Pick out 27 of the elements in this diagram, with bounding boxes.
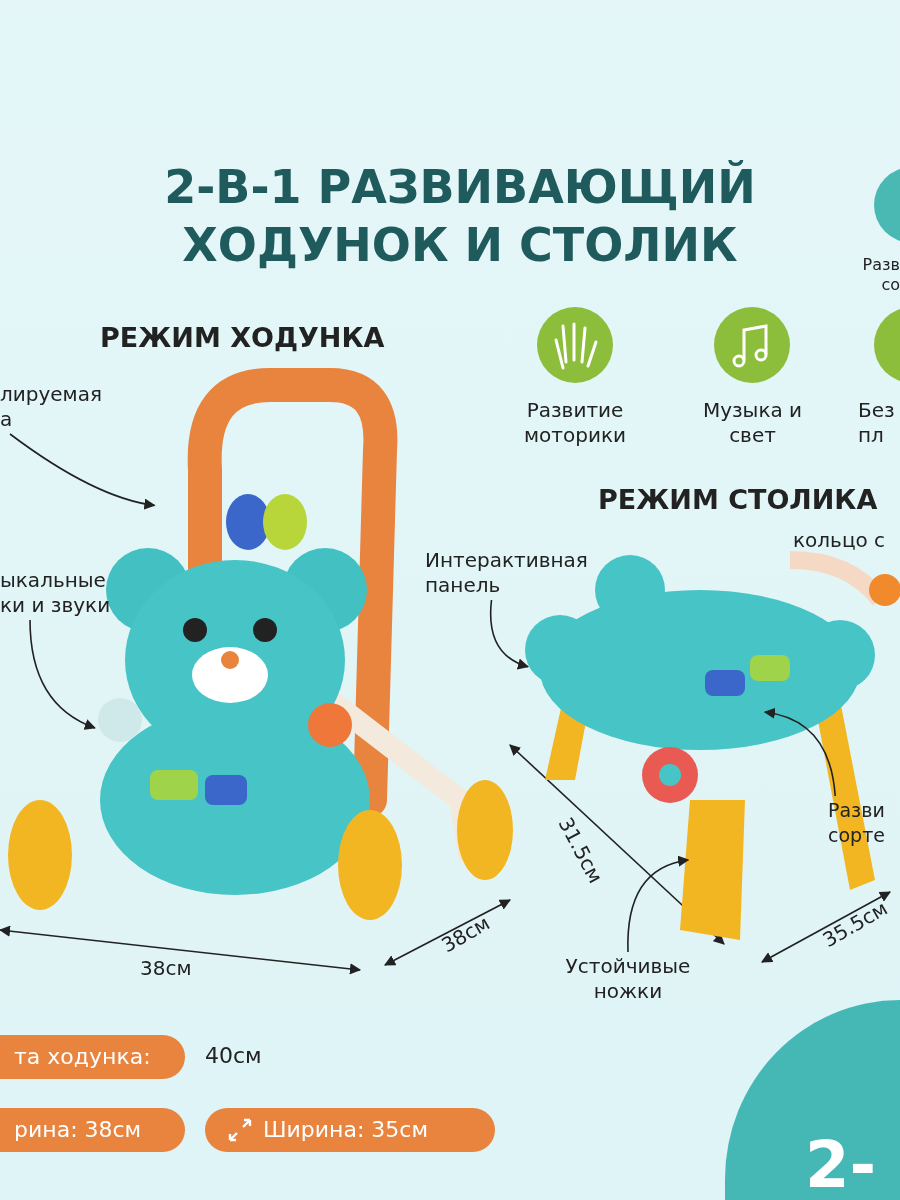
- leader-arrow: [29, 619, 96, 730]
- callout-text: Интерактивная панель: [425, 548, 615, 598]
- section-heading: РЕЖИМ СТОЛИКА: [598, 487, 878, 512]
- callout-text: ыкальные ки и звуки: [0, 568, 120, 618]
- callout-text: Устойчивые ножки: [558, 954, 698, 1004]
- dimension-label: 38см: [437, 910, 495, 959]
- leader-arrow: [627, 856, 690, 953]
- section-heading: РЕЖИМ ХОДУНКА: [100, 325, 385, 350]
- callout-text: лируемая а: [0, 382, 100, 432]
- spec-badge: [0, 1035, 185, 1079]
- spec-badge: [0, 1108, 185, 1152]
- cut-caption: Разв со: [861, 255, 900, 295]
- spec-badge: [205, 1108, 495, 1152]
- age-text: 2-: [805, 1130, 877, 1200]
- leader-arrow: [763, 708, 836, 797]
- spec-text: та ходунка:: [14, 1043, 151, 1071]
- leader-arrow: [489, 599, 530, 669]
- spec-value: 40см: [205, 1043, 262, 1068]
- leader-arrow: [9, 433, 156, 510]
- cut-caption: Без пл: [858, 398, 896, 448]
- feature-caption: Развитие моторики: [523, 398, 627, 448]
- title: 2-В-1 РАЗВИВАЮЩИЙ ХОДУНОК И СТОЛИК: [163, 159, 757, 274]
- spec-text: рина: 38см: [14, 1116, 142, 1144]
- feature-caption: Музыка и свет: [701, 398, 804, 448]
- callout-text: кольцо с: [793, 528, 886, 553]
- spec-text: Ширина: 35см: [263, 1116, 429, 1144]
- dimension-label: 38см: [140, 956, 192, 981]
